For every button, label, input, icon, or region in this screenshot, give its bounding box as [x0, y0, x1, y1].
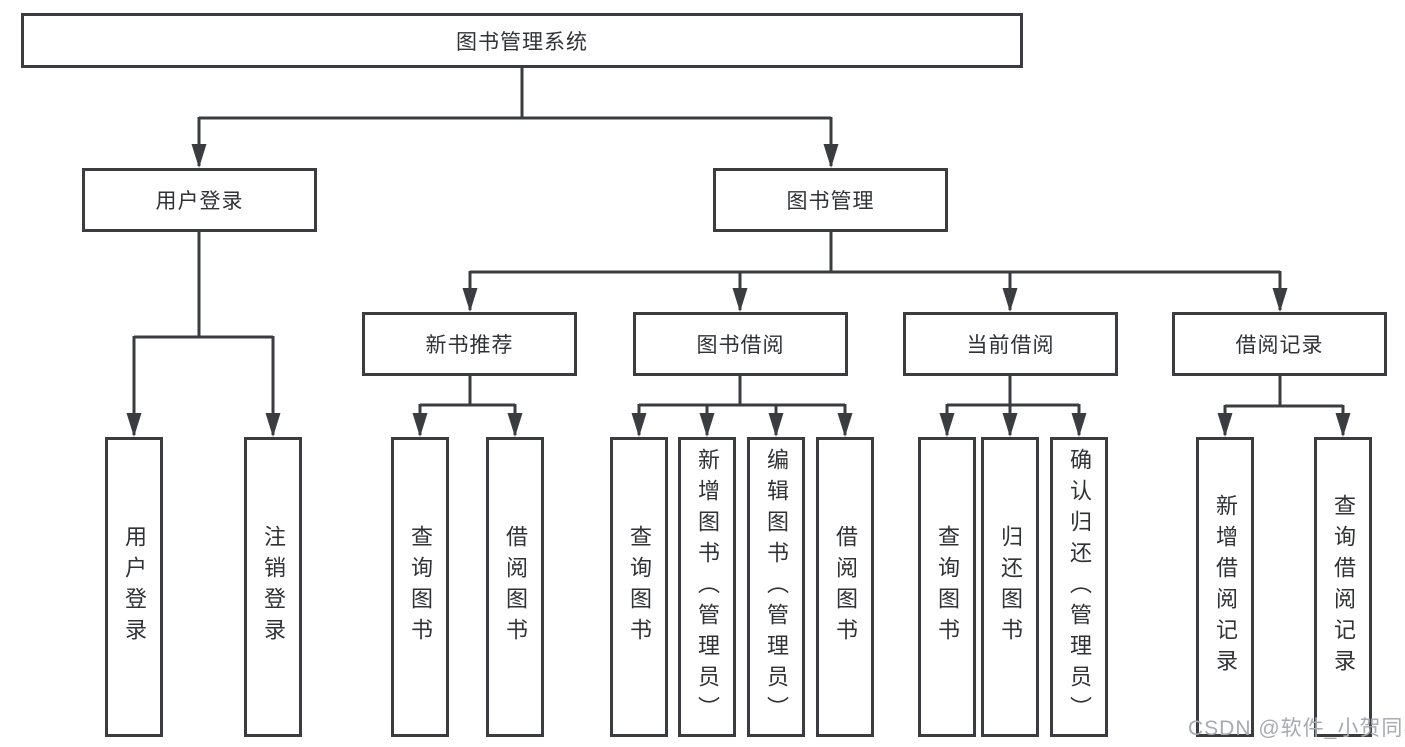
node-query-books-borrow: 查询图书 [610, 437, 668, 737]
node-label: 确认归还（管理员） [1067, 447, 1092, 727]
node-book-borrow: 图书借阅 [633, 312, 848, 376]
node-label: 图书借阅 [696, 334, 785, 357]
node-label: 新增借阅记录 [1213, 494, 1238, 680]
node-add-book-admin: 新增图书（管理员） [678, 437, 736, 737]
node-library-management-system: 图书管理系统 [21, 13, 1023, 68]
node-query-books-current: 查询图书 [918, 437, 976, 737]
node-user-login-group: 用户登录 [82, 168, 317, 232]
node-label: 查询图书 [935, 525, 960, 649]
node-borrow-record: 借阅记录 [1172, 312, 1387, 376]
node-label: 新书推荐 [425, 334, 514, 357]
node-add-borrow-record: 新增借阅记录 [1196, 437, 1254, 737]
node-label: 注销登录 [261, 525, 286, 649]
node-query-books-recommend: 查询图书 [391, 437, 449, 737]
node-label: 借阅图书 [833, 525, 858, 649]
node-return-book: 归还图书 [981, 437, 1039, 737]
node-label: 新增图书（管理员） [695, 447, 720, 727]
node-label: 当前借阅 [966, 334, 1055, 357]
node-label: 查询借阅记录 [1331, 494, 1356, 680]
node-current-borrow: 当前借阅 [903, 312, 1118, 376]
node-label: 查询图书 [627, 525, 652, 649]
node-label: 用户登录 [155, 190, 244, 213]
node-label: 归还图书 [998, 525, 1023, 649]
csdn-watermark: CSDN @软件_小贺同学 [1188, 717, 1405, 740]
node-label: 借阅记录 [1235, 334, 1324, 357]
node-label: 图书管理 [786, 190, 875, 213]
node-borrow-books: 借阅图书 [816, 437, 874, 737]
node-label: 图书管理系统 [456, 30, 588, 54]
node-label: 用户登录 [122, 525, 147, 649]
node-label: 借阅图书 [503, 525, 528, 649]
node-label: 编辑图书（管理员） [764, 447, 789, 727]
node-borrow-books-recommend: 借阅图书 [486, 437, 544, 737]
node-new-book-recommend: 新书推荐 [362, 312, 577, 376]
node-confirm-return-admin: 确认归还（管理员） [1050, 437, 1108, 737]
node-query-borrow-record: 查询借阅记录 [1314, 437, 1372, 737]
node-book-management: 图书管理 [713, 168, 948, 232]
node-logout: 注销登录 [244, 437, 302, 737]
node-label: 查询图书 [408, 525, 433, 649]
node-edit-book-admin: 编辑图书（管理员） [747, 437, 805, 737]
connector-lines [132, 68, 1345, 435]
node-user-login: 用户登录 [105, 437, 163, 737]
